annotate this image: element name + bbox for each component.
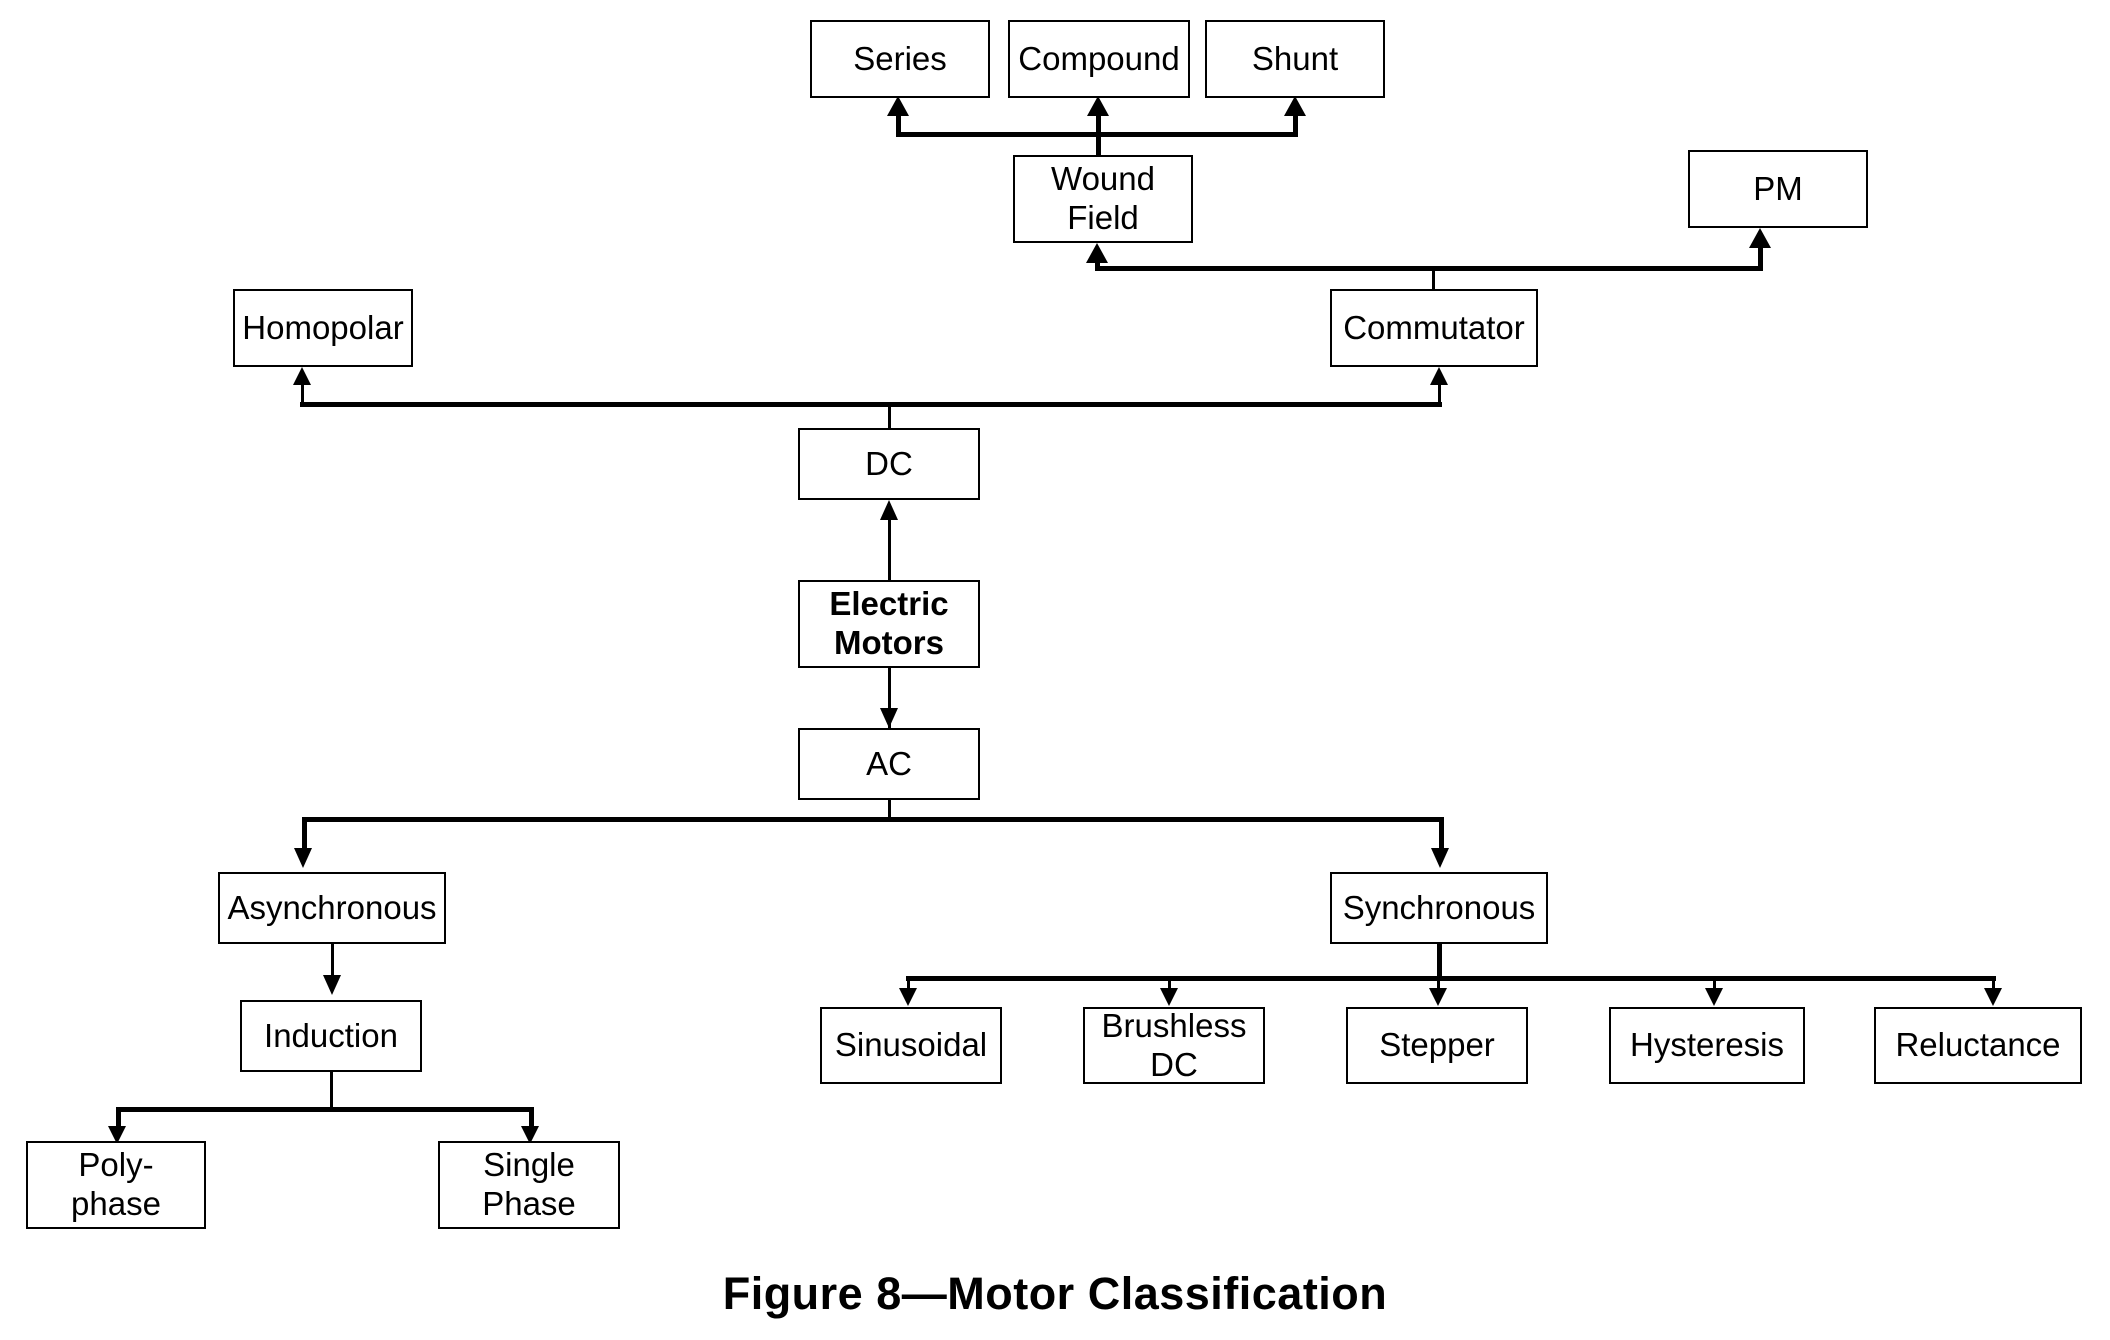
arrowhead-compound [1087, 96, 1109, 116]
node-pm-label: PM [1753, 169, 1803, 207]
node-series[interactable]: Series [810, 20, 990, 98]
arrowhead-commutator [1430, 367, 1448, 385]
edge-synchronous-stem [1437, 942, 1442, 980]
edge-synchronous-brushlessdc-drop [1168, 976, 1171, 992]
node-hysteresis-label: Hysteresis [1629, 1026, 1785, 1064]
node-stepper[interactable]: Stepper [1346, 1007, 1528, 1084]
node-brushless-dc[interactable]: Brushless DC [1083, 1007, 1265, 1084]
edge-ac-fanout-bar [302, 817, 1444, 822]
node-wound-field[interactable]: Wound Field [1013, 155, 1193, 243]
node-commutator-label: Commutator [1343, 308, 1525, 346]
edge-commutator-woundfield-riser [1095, 258, 1100, 270]
node-stepper-label: Stepper [1379, 1026, 1495, 1064]
node-single-phase-label: Single Phase [482, 1146, 576, 1222]
arrowhead-asynchronous [294, 848, 312, 868]
node-commutator[interactable]: Commutator [1330, 289, 1538, 367]
arrowhead-sinusoidal [899, 988, 917, 1006]
edge-dc-homopolar-riser [301, 384, 304, 404]
arrowhead-brushless-dc [1160, 988, 1178, 1006]
edge-dc-stem [888, 404, 891, 430]
edge-synchronous-hysteresis-drop [1713, 976, 1716, 992]
node-electric-motors-label: Electric Motors [829, 585, 949, 661]
arrowhead-singlephase [521, 1126, 539, 1144]
node-homopolar[interactable]: Homopolar [233, 289, 413, 367]
edge-commutator-stem [1432, 268, 1435, 290]
node-compound[interactable]: Compound [1008, 20, 1190, 98]
edge-electricmotors-ac-line [888, 666, 891, 728]
arrowhead-hysteresis [1705, 988, 1723, 1006]
node-pm[interactable]: PM [1688, 150, 1868, 228]
node-polyphase-label: Poly- phase [71, 1146, 161, 1222]
node-shunt-label: Shunt [1251, 39, 1339, 77]
edge-asynchronous-induction-line [331, 942, 334, 984]
node-reluctance[interactable]: Reluctance [1874, 1007, 2082, 1084]
arrowhead-stepper [1429, 988, 1447, 1006]
edge-woundfield-shunt-riser [1293, 112, 1298, 134]
node-polyphase[interactable]: Poly- phase [26, 1141, 206, 1229]
node-electric-motors[interactable]: Electric Motors [798, 580, 980, 668]
node-reluctance-label: Reluctance [1895, 1026, 2061, 1064]
arrowhead-polyphase [108, 1126, 126, 1144]
edge-electricmotors-dc-line [888, 520, 891, 580]
node-synchronous[interactable]: Synchronous [1330, 872, 1548, 944]
edge-induction-polyphase-drop [116, 1107, 121, 1133]
node-synchronous-label: Synchronous [1342, 888, 1536, 926]
node-asynchronous-label: Asynchronous [227, 888, 437, 926]
figure-caption: Figure 8—Motor Classification [722, 1268, 1388, 1319]
node-series-label: Series [853, 39, 947, 77]
arrowhead-synchronous [1431, 848, 1449, 868]
edge-induction-fanout-bar [116, 1107, 534, 1112]
node-single-phase[interactable]: Single Phase [438, 1141, 620, 1229]
node-ac[interactable]: AC [798, 728, 980, 800]
arrowhead-induction [323, 975, 341, 995]
edge-synchronous-fanout-bar [906, 976, 1996, 981]
arrowhead-pm [1749, 228, 1771, 248]
edge-synchronous-reluctance-drop [1992, 976, 1995, 992]
node-compound-label: Compound [1018, 39, 1180, 77]
edge-woundfield-series-riser [896, 112, 901, 134]
node-dc-label: DC [865, 444, 913, 482]
edge-woundfield-compound-riser [1096, 112, 1101, 172]
node-homopolar-label: Homopolar [242, 308, 404, 346]
edge-commutator-pm-riser [1758, 246, 1763, 270]
node-sinusoidal[interactable]: Sinusoidal [820, 1007, 1002, 1084]
edge-dc-commutator-riser [1438, 384, 1441, 404]
node-shunt[interactable]: Shunt [1205, 20, 1385, 98]
arrowhead-series [887, 96, 909, 116]
edge-synchronous-stepper-drop [1437, 976, 1440, 992]
edge-ac-synchronous-drop [1439, 817, 1444, 855]
edge-induction-stem [330, 1070, 333, 1111]
node-dc[interactable]: DC [798, 428, 980, 500]
edge-ac-asynchronous-drop [302, 817, 307, 855]
node-wound-field-label: Wound Field [1051, 160, 1155, 236]
arrowhead-ac [880, 708, 898, 728]
node-hysteresis[interactable]: Hysteresis [1609, 1007, 1805, 1084]
node-asynchronous[interactable]: Asynchronous [218, 872, 446, 944]
edge-ac-stem [888, 798, 891, 822]
node-induction[interactable]: Induction [240, 1000, 422, 1072]
edge-induction-singlephase-drop [529, 1107, 534, 1133]
node-sinusoidal-label: Sinusoidal [834, 1026, 988, 1064]
arrowhead-reluctance [1984, 988, 2002, 1006]
edge-commutator-fanout-bar [1095, 266, 1763, 271]
node-ac-label: AC [866, 744, 912, 782]
arrowhead-wound-field [1086, 243, 1108, 263]
edge-synchronous-sinusoidal-drop [907, 976, 910, 992]
arrowhead-dc [880, 500, 898, 520]
node-induction-label: Induction [264, 1016, 398, 1054]
edge-dc-fanout-bar [300, 402, 1442, 407]
arrowhead-shunt [1284, 96, 1306, 116]
arrowhead-homopolar [293, 367, 311, 385]
node-brushless-dc-label: Brushless DC [1101, 1006, 1247, 1083]
